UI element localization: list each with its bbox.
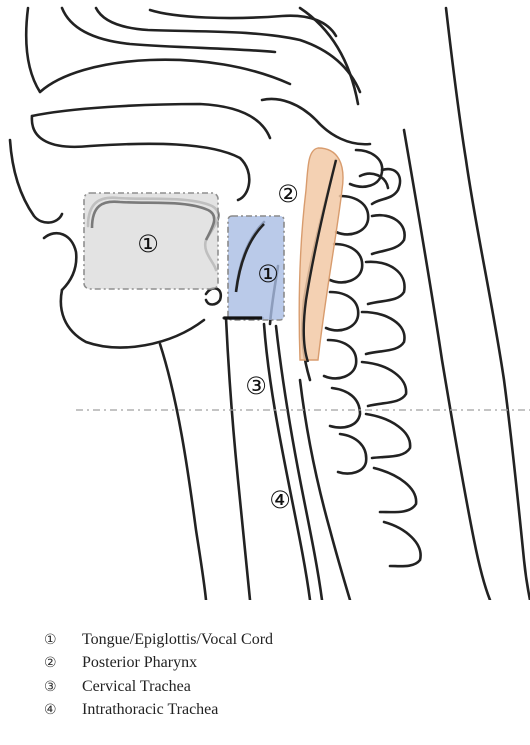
larynx-anterior-wall xyxy=(226,318,250,600)
pharynx-region-highlight xyxy=(299,148,343,360)
spinal-cord xyxy=(404,130,490,600)
upper-lip xyxy=(10,140,62,223)
sphenoid-outline xyxy=(300,8,358,104)
esophagus-wall xyxy=(300,380,350,600)
legend-item-4: ④ Intrathoracic Trachea xyxy=(44,699,514,723)
legend-label: Posterior Pharynx xyxy=(82,654,197,672)
label-posterior-pharynx: ② xyxy=(277,180,299,208)
legend-item-3: ③ Cervical Trachea xyxy=(44,675,514,699)
legend-number: ② xyxy=(44,655,82,671)
label-larynx-region: ① xyxy=(257,260,279,288)
spinous-processes xyxy=(362,169,421,566)
airway-anatomy-diagram: ① ① ② ③ ④ xyxy=(0,0,530,600)
trachea-posterior-wall xyxy=(276,326,322,600)
lower-lip xyxy=(44,233,76,290)
skull-base xyxy=(262,99,370,144)
legend-number: ③ xyxy=(44,679,82,695)
palate-upper-edge xyxy=(32,104,270,138)
trachea-anterior-wall xyxy=(264,324,310,600)
hyoid-notch xyxy=(206,288,221,304)
legend-label: Intrathoracic Trachea xyxy=(82,701,218,719)
legend-item-2: ② Posterior Pharynx xyxy=(44,652,514,676)
legend-label: Cervical Trachea xyxy=(82,678,191,696)
legend-number: ④ xyxy=(44,702,82,718)
hard-palate xyxy=(32,116,249,200)
chin-jaw xyxy=(61,290,204,347)
label-intrathoracic-trachea: ④ xyxy=(269,486,291,514)
legend-item-1: ① Tongue/Epiglottis/Vocal Cord xyxy=(44,628,514,652)
legend-number: ① xyxy=(44,632,82,648)
neck-front xyxy=(160,344,206,600)
label-tongue-region: ① xyxy=(137,230,159,258)
legend-label: Tongue/Epiglottis/Vocal Cord xyxy=(82,631,273,649)
posterior-neck xyxy=(446,8,530,600)
legend: ① Tongue/Epiglottis/Vocal Cord ② Posteri… xyxy=(44,628,514,722)
label-cervical-trachea: ③ xyxy=(245,372,267,400)
